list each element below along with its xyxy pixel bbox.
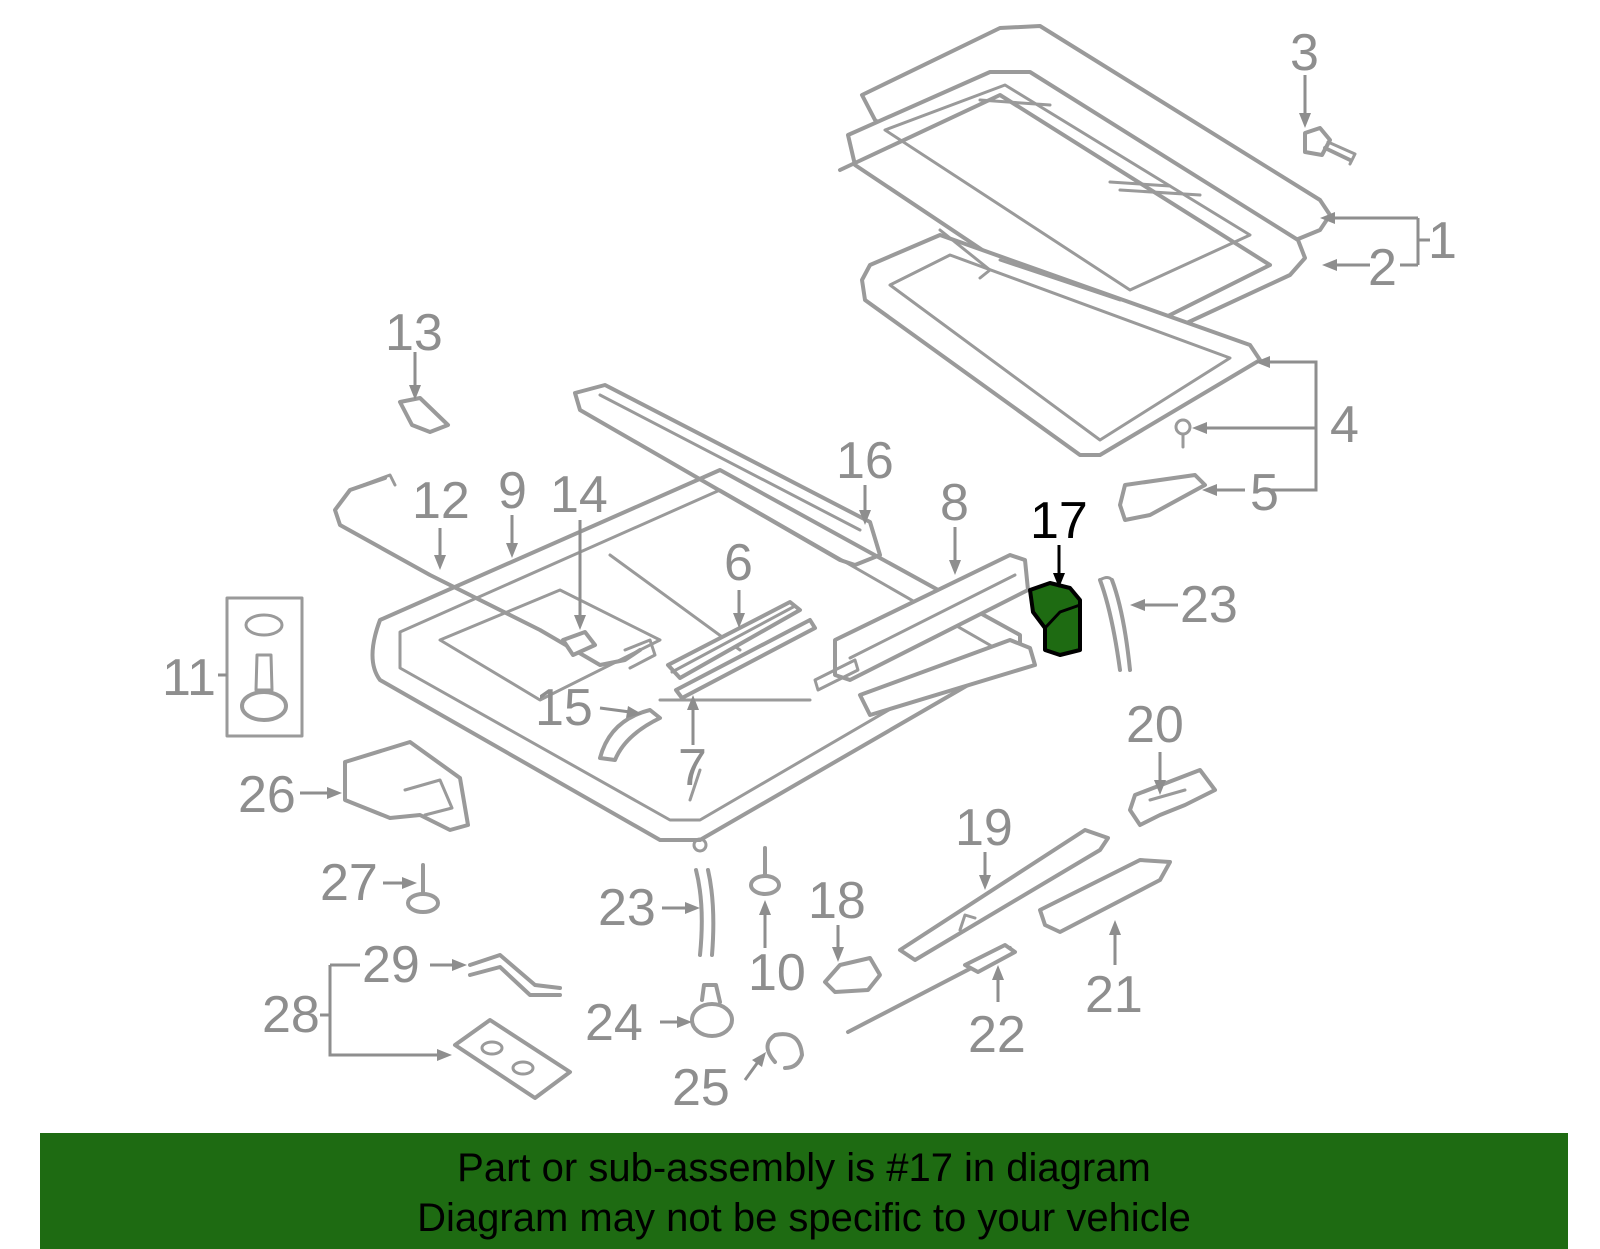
callout-23-upper: 23 [1180,576,1238,634]
callout-6: 6 [724,534,753,592]
part-29-hose[interactable] [468,953,562,997]
callout-24: 24 [585,994,643,1052]
part-6-guide[interactable] [666,600,802,680]
callout-4: 4 [1330,396,1359,454]
callout-29: 29 [362,936,420,994]
callout-15: 15 [535,679,593,737]
callout-labels: 1 2 3 4 5 6 7 8 9 10 11 12 13 14 15 16 1… [162,24,1457,1117]
banner-line-disclaimer: Diagram may not be specific to your vehi… [417,1196,1191,1240]
callout-14: 14 [550,466,608,524]
part-2-seal[interactable] [838,93,1272,332]
callout-27: 27 [320,854,378,912]
part-4-frame[interactable] [860,228,1262,457]
part-3-bolt[interactable] [1303,126,1357,166]
part-23-hose-lower[interactable] [694,868,716,957]
banner-line-part: Part or sub-assembly is #17 in diagram [457,1146,1151,1190]
callout-5: 5 [1250,464,1279,522]
info-banner: Part or sub-assembly is #17 in diagram D… [40,1133,1568,1249]
callout-1: 1 [1428,212,1457,270]
callout-21: 21 [1085,966,1143,1024]
part-15-drain[interactable] [598,708,662,762]
callout-13: 13 [385,304,443,362]
callout-19: 19 [955,799,1013,857]
part-5-bracket[interactable] [1118,473,1207,522]
part-18-clip[interactable] [823,956,882,994]
callout-18: 18 [808,872,866,930]
callout-26: 26 [238,766,296,824]
part-28-plate[interactable] [453,1018,572,1100]
callout-2: 2 [1368,239,1397,297]
callout-17: 17 [1030,492,1088,550]
leader-lines [218,75,1430,1081]
part-13-clip[interactable] [398,396,450,434]
part-14-connector[interactable] [561,630,597,657]
callout-10: 10 [748,944,806,1002]
callout-16: 16 [836,432,894,490]
callout-3: 3 [1290,24,1319,82]
part-23-hose-upper[interactable] [1098,576,1132,672]
callout-23-lower: 23 [598,879,656,937]
callout-25: 25 [672,1059,730,1117]
part-26-motor[interactable] [343,740,470,832]
part-17-highlighted[interactable] [1028,581,1082,657]
part-right-rail [858,638,1037,717]
part-12-cable[interactable] [333,473,657,670]
callout-22: 22 [968,1006,1026,1064]
part-24-grommet[interactable] [690,983,734,1038]
part-25-clip[interactable] [765,1032,804,1070]
part-10-bolt[interactable] [749,846,781,896]
callout-7: 7 [678,739,707,797]
callout-20: 20 [1126,696,1184,754]
part-21-deflector[interactable] [1038,858,1172,934]
callout-8: 8 [940,474,969,532]
parts-diagram: 1 2 3 4 5 6 7 8 9 10 11 12 13 14 15 16 1… [162,24,1457,1117]
callout-28: 28 [262,986,320,1044]
part-7-guide[interactable] [674,618,817,700]
callout-11: 11 [162,649,216,707]
part-20-bracket[interactable] [1128,768,1217,827]
callout-12: 12 [412,472,470,530]
callout-9: 9 [498,462,527,520]
part-22-seal[interactable] [846,943,1017,1034]
part-11-kit[interactable] [225,596,304,738]
part-27-bolt[interactable] [406,863,440,914]
part-19-arm[interactable] [898,828,1110,962]
